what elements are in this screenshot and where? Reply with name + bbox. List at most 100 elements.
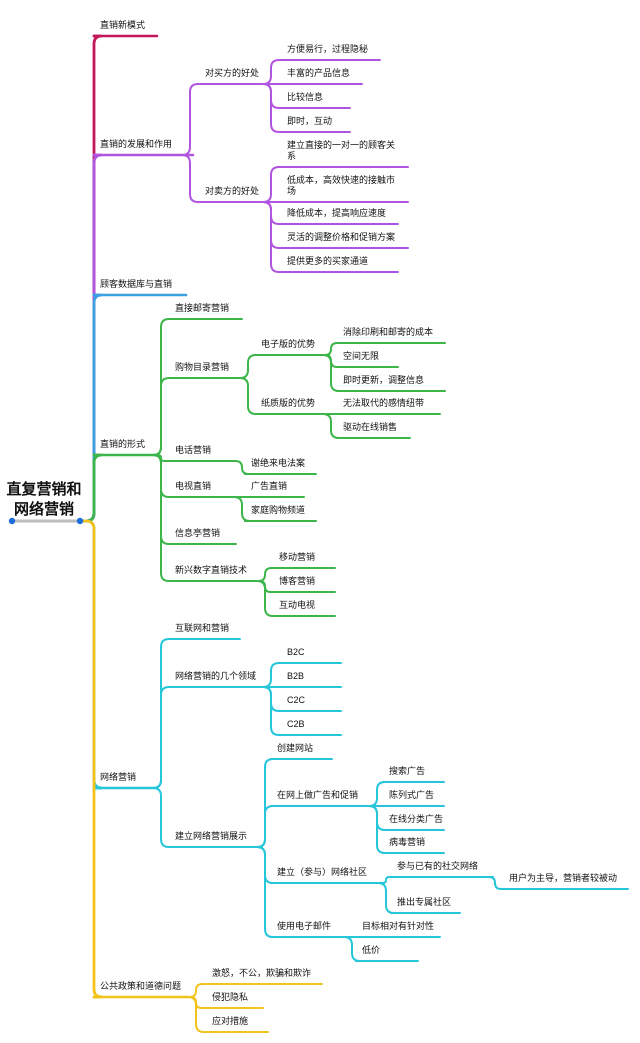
node-3-1-0-2[interactable]: 即时更新，调整信息 bbox=[343, 374, 424, 385]
node-3-1-1[interactable]: 纸质版的优势 bbox=[261, 397, 315, 408]
node-4-2-1[interactable]: 在网上做广告和促销 bbox=[277, 789, 358, 800]
branch-link-4-2-2-0 bbox=[382, 876, 392, 884]
node-label: 丰富的产品信息 bbox=[287, 67, 350, 78]
branch-link-4-2-1-0 bbox=[368, 781, 386, 807]
node-3-5-0[interactable]: 移动营销 bbox=[279, 551, 315, 562]
node-3-3-1[interactable]: 家庭购物频道 bbox=[251, 504, 305, 515]
branch-link-1-1-4 bbox=[262, 201, 282, 273]
node-1-0[interactable]: 对买方的好处 bbox=[205, 67, 259, 78]
node-1-0-0[interactable]: 方便易行，过程隐秘 bbox=[287, 43, 368, 54]
branch-link-4-2-1 bbox=[256, 805, 274, 848]
node-label: 陈列式广告 bbox=[389, 789, 434, 800]
node-4-2-3-0[interactable]: 目标相对有针对性 bbox=[362, 920, 434, 931]
node-3-5[interactable]: 新兴数字直销技术 bbox=[175, 564, 247, 575]
branch-link-4-2-2-0-0 bbox=[488, 876, 504, 890]
node-3-1-0-1[interactable]: 空间无限 bbox=[343, 350, 379, 361]
node-3-3-0[interactable]: 广告直销 bbox=[251, 480, 287, 491]
node-4-2[interactable]: 建立网络营销展示 bbox=[175, 830, 247, 841]
node-label: 比较信息 bbox=[287, 91, 323, 102]
node-4-0[interactable]: 互联网和营销 bbox=[175, 622, 229, 633]
node-4-2-1-1[interactable]: 陈列式广告 bbox=[389, 789, 434, 800]
node-5[interactable]: 公共政策和道德问题 bbox=[100, 980, 181, 991]
branch-link-4-2 bbox=[152, 787, 170, 848]
node-label: 侵犯隐私 bbox=[212, 991, 248, 1002]
node-1-1-2[interactable]: 降低成本，提高响应速度 bbox=[287, 207, 386, 218]
node-label: C2C bbox=[287, 695, 306, 705]
root-title-line-2: 网络营销 bbox=[14, 500, 74, 518]
node-label: 直接邮寄营销 bbox=[175, 302, 229, 313]
node-label: 病毒营销 bbox=[389, 836, 425, 847]
node-4-2-2[interactable]: 建立（参与）网络社区 bbox=[277, 866, 367, 877]
node-3-2-0[interactable]: 谢绝来电法案 bbox=[251, 457, 305, 468]
branch-link-1-0 bbox=[181, 83, 200, 156]
node-label: 博客营销 bbox=[279, 575, 315, 586]
node-label: 在网上做广告和促销 bbox=[277, 789, 358, 800]
node-4-2-2-1[interactable]: 推出专属社区 bbox=[397, 896, 451, 907]
node-3-1-1-0[interactable]: 无法取代的感情纽带 bbox=[343, 397, 424, 408]
branch-link-4-1 bbox=[152, 686, 170, 789]
node-3[interactable]: 直销的形式 bbox=[100, 438, 145, 449]
node-4-1-0[interactable]: B2C bbox=[287, 647, 305, 657]
node-2[interactable]: 顾客数据库与直销 bbox=[100, 278, 172, 289]
node-label: 电视直销 bbox=[175, 480, 211, 491]
node-5-1[interactable]: 侵犯隐私 bbox=[212, 991, 248, 1002]
branch-link-3-2-0 bbox=[235, 460, 249, 475]
node-3-0[interactable]: 直接邮寄营销 bbox=[175, 302, 229, 313]
node-label: 购物目录营销 bbox=[175, 361, 229, 372]
node-label: 无法取代的感情纽带 bbox=[343, 397, 424, 408]
node-3-5-1[interactable]: 博客营销 bbox=[279, 575, 315, 586]
node-4-2-0[interactable]: 创建网站 bbox=[277, 742, 313, 753]
node-label-line: 低成本，高效快速的接触市 bbox=[287, 174, 395, 185]
node-3-3[interactable]: 电视直销 bbox=[175, 480, 211, 491]
node-3-1-0-0[interactable]: 消除印刷和邮寄的成本 bbox=[343, 326, 433, 337]
node-4-1-3[interactable]: C2B bbox=[287, 719, 305, 729]
node-3-4[interactable]: 信息亭营销 bbox=[175, 527, 220, 538]
node-label: 在线分类广告 bbox=[389, 813, 443, 824]
node-label: 家庭购物频道 bbox=[251, 504, 305, 515]
node-5-0[interactable]: 激怒，不公，欺骗和欺诈 bbox=[212, 967, 311, 978]
node-4-1-1[interactable]: B2B bbox=[287, 671, 304, 681]
node-4-2-2-0[interactable]: 参与已有的社交网络 bbox=[397, 860, 478, 871]
node-4-2-3-1[interactable]: 低价 bbox=[362, 944, 380, 955]
node-label: 应对措施 bbox=[212, 1015, 248, 1026]
node-1-0-1[interactable]: 丰富的产品信息 bbox=[287, 67, 350, 78]
node-4-1[interactable]: 网络营销的几个领域 bbox=[175, 670, 256, 681]
node-3-1-1-1[interactable]: 驱动在线销售 bbox=[343, 421, 397, 432]
node-label: 网络营销的几个领域 bbox=[175, 670, 256, 681]
node-label: 互联网和营销 bbox=[175, 622, 229, 633]
node-0[interactable]: 直销新模式 bbox=[100, 19, 145, 30]
node-1-0-2[interactable]: 比较信息 bbox=[287, 91, 323, 102]
node-3-1-0[interactable]: 电子版的优势 bbox=[261, 338, 315, 349]
node-label-line: 场 bbox=[287, 186, 296, 196]
branch-link-1-0-0 bbox=[262, 59, 282, 85]
node-1[interactable]: 直销的发展和作用 bbox=[100, 138, 172, 149]
node-label: 对卖方的好处 bbox=[205, 185, 259, 196]
node-4-1-2[interactable]: C2C bbox=[287, 695, 306, 705]
node-4-2-3[interactable]: 使用电子邮件 bbox=[277, 920, 331, 931]
node-4[interactable]: 网络营销 bbox=[100, 771, 136, 782]
node-3-1[interactable]: 购物目录营销 bbox=[175, 361, 229, 372]
branch-link-1-0-3 bbox=[262, 83, 282, 133]
root-node[interactable]: 直复营销和 网络营销 bbox=[6, 480, 84, 525]
branch-link-3-5-2 bbox=[256, 580, 274, 617]
branch-link-1 bbox=[78, 153, 103, 523]
node-label: 低价 bbox=[362, 944, 380, 955]
node-label: 方便易行，过程隐秘 bbox=[287, 43, 368, 54]
node-4-2-1-0[interactable]: 搜索广告 bbox=[389, 765, 425, 776]
node-4-2-1-3[interactable]: 病毒营销 bbox=[389, 836, 425, 847]
node-3-2[interactable]: 电话营销 bbox=[175, 444, 211, 455]
node-1-1-3[interactable]: 灵活的调整价格和促销方案 bbox=[287, 231, 395, 242]
node-5-2[interactable]: 应对措施 bbox=[212, 1015, 248, 1026]
node-label: 用户为主导，营销者较被动 bbox=[509, 872, 617, 883]
node-4-2-2-0-0[interactable]: 用户为主导，营销者较被动 bbox=[509, 872, 617, 883]
node-label: 参与已有的社交网络 bbox=[397, 860, 478, 871]
node-4-2-1-2[interactable]: 在线分类广告 bbox=[389, 813, 443, 824]
node-1-1-4[interactable]: 提供更多的买家通道 bbox=[287, 255, 368, 266]
branch-link-3-3-1 bbox=[233, 496, 251, 522]
node-1-0-3[interactable]: 即时，互动 bbox=[287, 115, 332, 126]
node-1-1[interactable]: 对卖方的好处 bbox=[205, 185, 259, 196]
branch-link-3-5-0 bbox=[258, 567, 274, 582]
node-3-5-2[interactable]: 互动电视 bbox=[279, 599, 315, 610]
